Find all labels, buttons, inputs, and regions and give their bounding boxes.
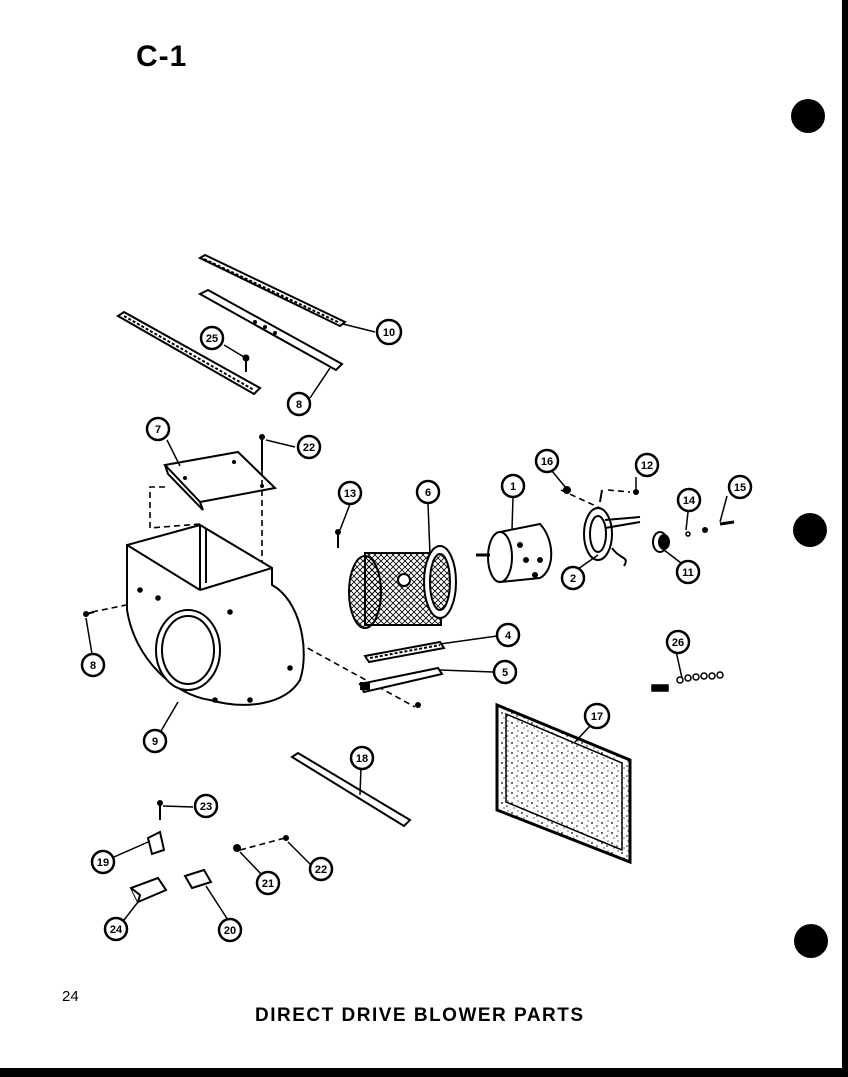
- svg-text:23: 23: [200, 801, 212, 813]
- svg-text:22: 22: [315, 864, 327, 876]
- svg-text:26: 26: [672, 637, 684, 649]
- part-23-screw: [157, 800, 163, 820]
- svg-text:21: 21: [262, 878, 274, 890]
- part-8-rail-lower: [116, 310, 262, 396]
- part-15-bolt: [719, 520, 735, 526]
- callout-10: 10: [375, 318, 403, 346]
- callout-17: 17: [583, 702, 611, 730]
- page-code: C-1: [136, 40, 188, 73]
- svg-text:14: 14: [683, 495, 696, 507]
- svg-text:5: 5: [502, 667, 508, 679]
- part-8-rail-upper: [197, 288, 344, 372]
- svg-text:9: 9: [152, 736, 158, 748]
- svg-text:20: 20: [224, 925, 236, 937]
- callout-11: 11: [675, 559, 701, 585]
- callout-21: 21: [255, 870, 281, 896]
- callout-6: 6: [415, 479, 441, 505]
- svg-text:16: 16: [541, 456, 553, 468]
- callout-8-rail: 8: [286, 391, 312, 417]
- part-14-washer: [685, 527, 708, 537]
- part-8-screw: [83, 611, 95, 617]
- part-18-strip: [290, 751, 412, 828]
- part-17-filter: [495, 702, 632, 865]
- part-2-motor-mount-ring: [583, 489, 641, 567]
- svg-text:2: 2: [570, 573, 576, 585]
- page-number: 24: [62, 988, 79, 1005]
- callout-25: 25: [199, 325, 225, 351]
- part-4-gasket-strip: [363, 640, 446, 664]
- scan-border-right: [842, 0, 848, 1077]
- svg-text:13: 13: [344, 488, 356, 500]
- svg-text:8: 8: [296, 399, 302, 411]
- part-21-fastener: [233, 844, 241, 852]
- part-26-chain: [651, 671, 724, 692]
- svg-text:17: 17: [591, 711, 603, 723]
- callout-16: 16: [534, 448, 560, 474]
- callout-23: 23: [193, 793, 219, 819]
- callout-18: 18: [349, 745, 375, 771]
- part-5-bracket: [358, 666, 444, 708]
- part-6-blower-wheel: [348, 545, 457, 629]
- callout-1: 1: [500, 473, 526, 499]
- callout-8-screw: 8: [80, 652, 106, 678]
- callout-4: 4: [495, 622, 521, 648]
- callout-9: 9: [142, 728, 168, 754]
- svg-text:4: 4: [505, 630, 512, 642]
- part-10-top-rail: [197, 253, 347, 328]
- registration-dot-middle: [793, 513, 827, 547]
- svg-text:11: 11: [682, 567, 694, 579]
- svg-text:8: 8: [90, 660, 96, 672]
- part-19-clip: [146, 830, 166, 856]
- svg-text:6: 6: [425, 487, 431, 499]
- callout-12: 12: [634, 452, 660, 478]
- scan-border-bottom: [0, 1068, 848, 1077]
- part-22-nut: [283, 835, 289, 841]
- part-16-nut: [563, 486, 571, 494]
- callout-5: 5: [492, 659, 518, 685]
- part-13-screw: [335, 529, 341, 548]
- svg-text:18: 18: [356, 753, 368, 765]
- svg-text:22: 22: [303, 442, 315, 454]
- part-9-blower-housing: [126, 523, 305, 706]
- callout-26: 26: [665, 629, 691, 655]
- callout-20: 20: [217, 917, 243, 943]
- svg-text:1: 1: [510, 481, 516, 493]
- callout-15: 15: [727, 474, 753, 500]
- part-11-hub: [652, 531, 670, 553]
- svg-text:12: 12: [641, 460, 653, 472]
- part-24-block: [129, 876, 168, 904]
- registration-dot-top: [791, 99, 825, 133]
- registration-dot-bottom: [794, 924, 828, 958]
- callout-22-top: 22: [296, 434, 322, 460]
- svg-text:15: 15: [734, 482, 746, 494]
- svg-text:25: 25: [206, 333, 218, 345]
- svg-text:7: 7: [155, 424, 161, 436]
- callout-2: 2: [560, 565, 586, 591]
- part-20-block: [183, 868, 213, 890]
- callout-7: 7: [145, 416, 171, 442]
- svg-text:19: 19: [97, 857, 109, 869]
- callout-22-bottom: 22: [308, 856, 334, 882]
- callout-19: 19: [90, 849, 116, 875]
- callout-24: 24: [103, 916, 129, 942]
- diagram-caption: DIRECT DRIVE BLOWER PARTS: [255, 1005, 585, 1026]
- part-7-cover-panel: [162, 450, 278, 511]
- callout-14: 14: [676, 487, 702, 513]
- callout-13: 13: [337, 480, 363, 506]
- svg-text:24: 24: [110, 924, 123, 936]
- part-22-screw: [259, 434, 265, 470]
- part-25-screw: [242, 354, 250, 372]
- svg-text:10: 10: [383, 327, 395, 339]
- part-1-motor: [476, 522, 553, 584]
